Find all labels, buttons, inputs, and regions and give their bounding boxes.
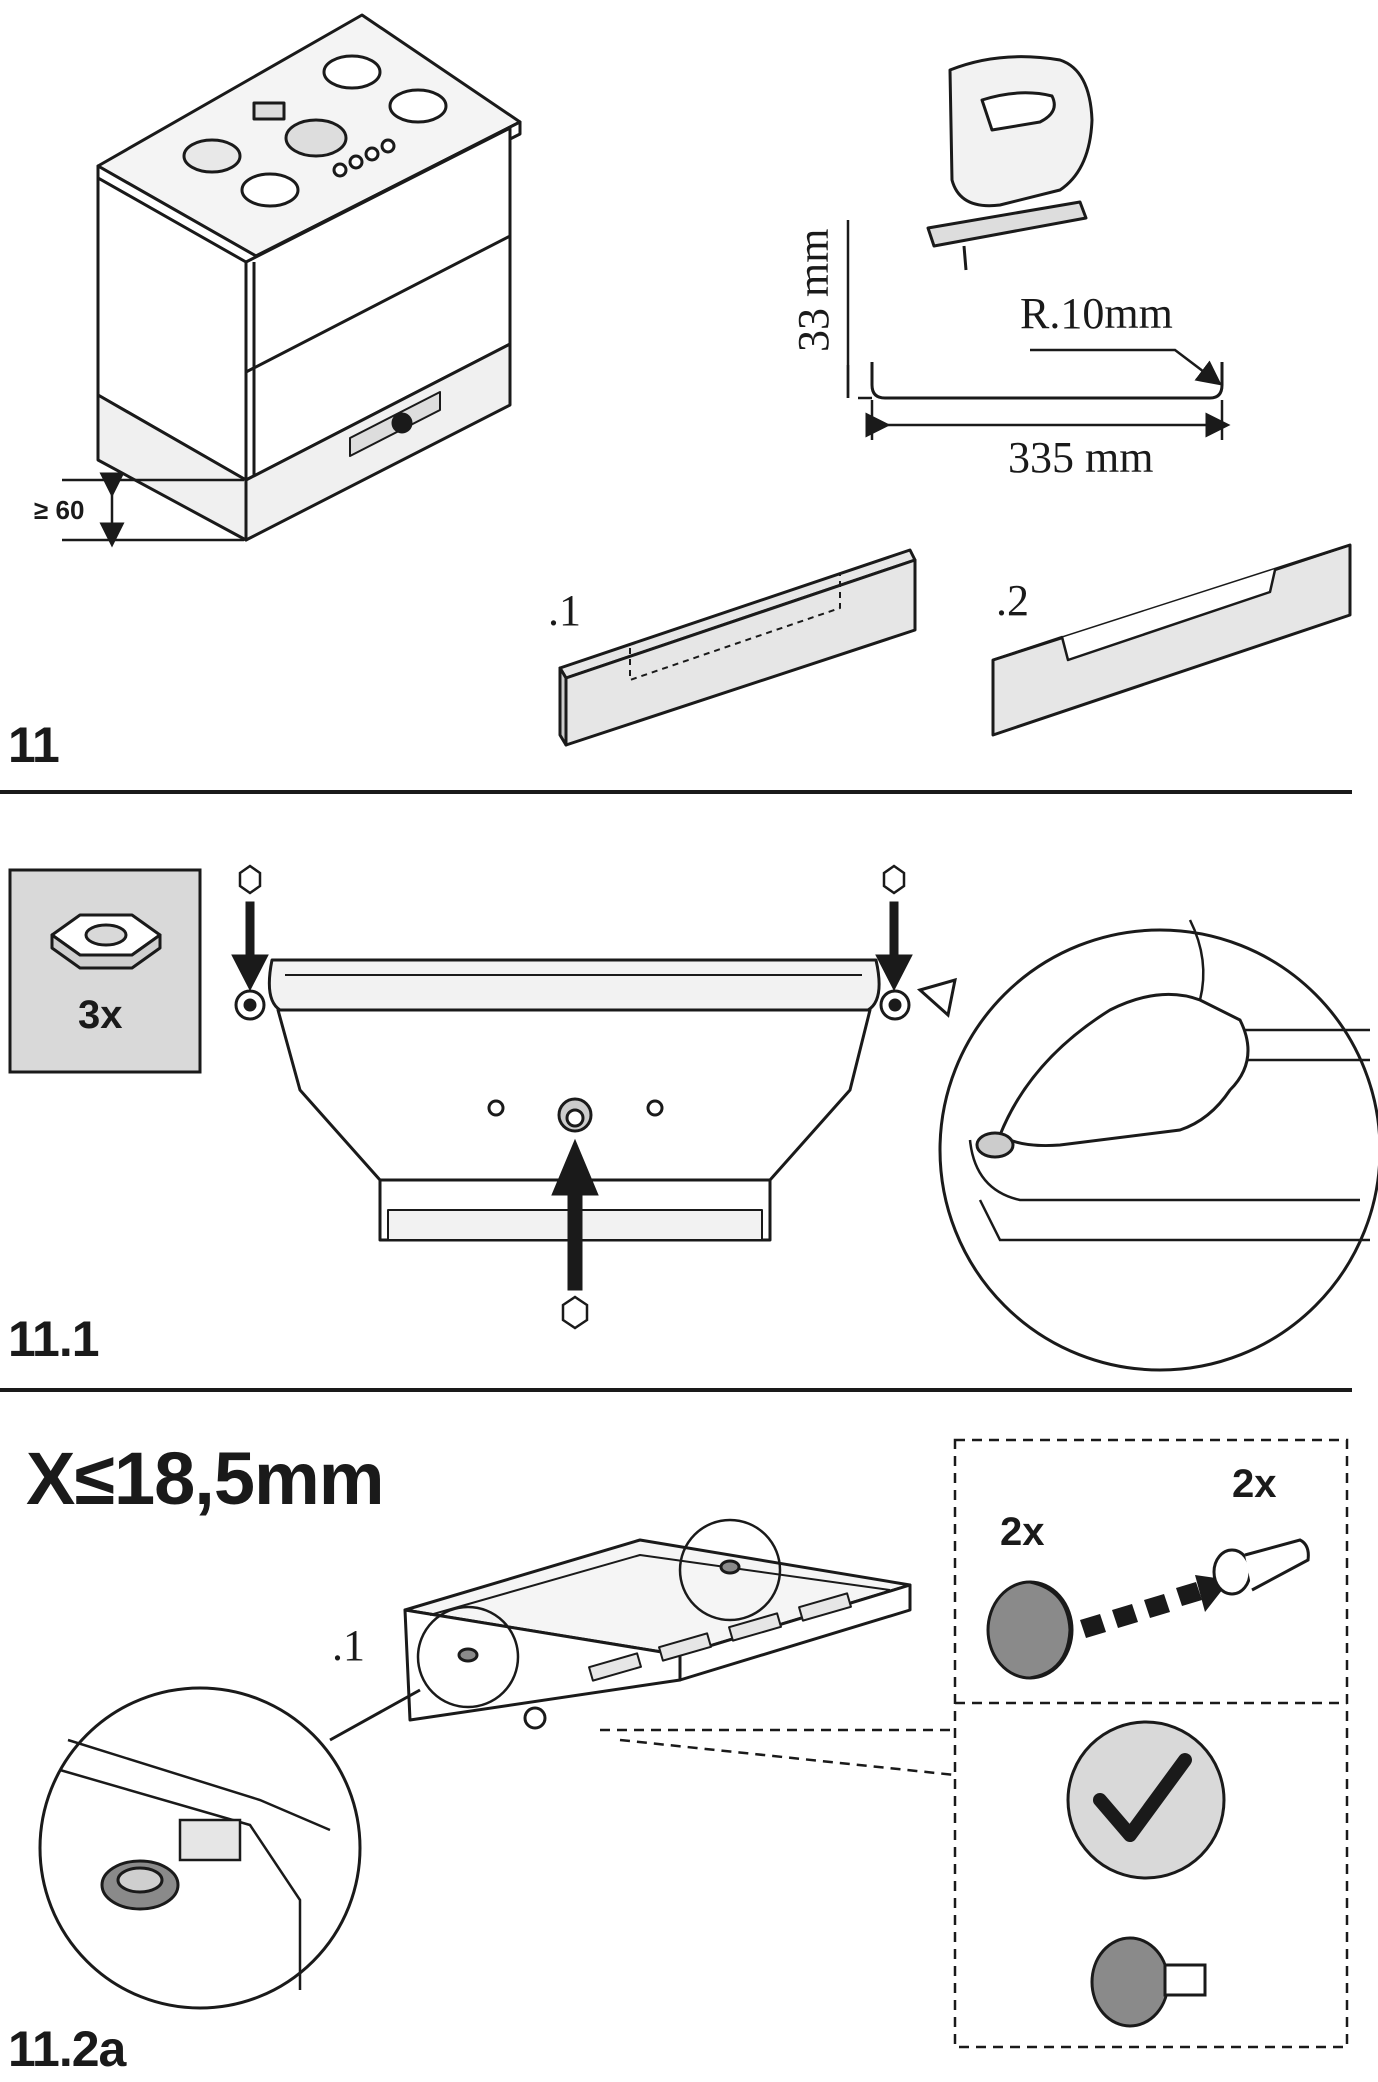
min-height-dimension: [62, 472, 244, 548]
screw-count: 2x: [1232, 1462, 1277, 1506]
nut-pack-box: [8, 868, 202, 1074]
min-height-label: ≥ 60: [34, 495, 85, 525]
panel-variant-1: [558, 548, 917, 747]
dimension-height: 33 mm: [789, 228, 838, 352]
duct-adapter: [234, 958, 911, 1242]
thickness-rule: X≤18,5mm: [26, 1437, 385, 1520]
dimension-radius: R.10mm: [1020, 289, 1173, 338]
zoom-detail-callout: [38, 1686, 362, 2010]
dashed-detail-panel: [600, 1438, 1349, 2049]
variant-label-2: .2: [996, 576, 1029, 625]
up-arrow-icon: [551, 1138, 599, 1330]
cap-count: 2x: [1000, 1510, 1045, 1554]
section-divider-1: [0, 790, 1352, 794]
cap-icon: [986, 1580, 1207, 2028]
checkmark-icon: [1066, 1720, 1226, 1880]
jigsaw-icon: [926, 55, 1094, 271]
hand-detail-callout: [916, 919, 1378, 1372]
down-arrow-icon: [231, 864, 913, 992]
hex-nut-icon: [50, 913, 162, 970]
nut-count: 3x: [78, 993, 123, 1037]
cutout-dimensions: [846, 220, 1231, 440]
section-divider-2: [0, 1388, 1352, 1392]
dimension-width: 335 mm: [1008, 433, 1154, 482]
variant-label-1: .1: [548, 586, 581, 635]
panel-variant-2: [991, 543, 1352, 737]
screw-icon: [1212, 1538, 1310, 1596]
step-label-11: 11: [8, 717, 60, 773]
part-label-1: .1: [332, 1621, 365, 1670]
insert-arrow-icon: [1080, 1575, 1230, 1638]
step-label-11-1: 11.1: [8, 1311, 100, 1367]
filter-housing: [329, 1518, 912, 1742]
step-label-11-2a: 11.2a: [8, 2021, 126, 2077]
cooktop-cabinet: [96, 13, 522, 542]
